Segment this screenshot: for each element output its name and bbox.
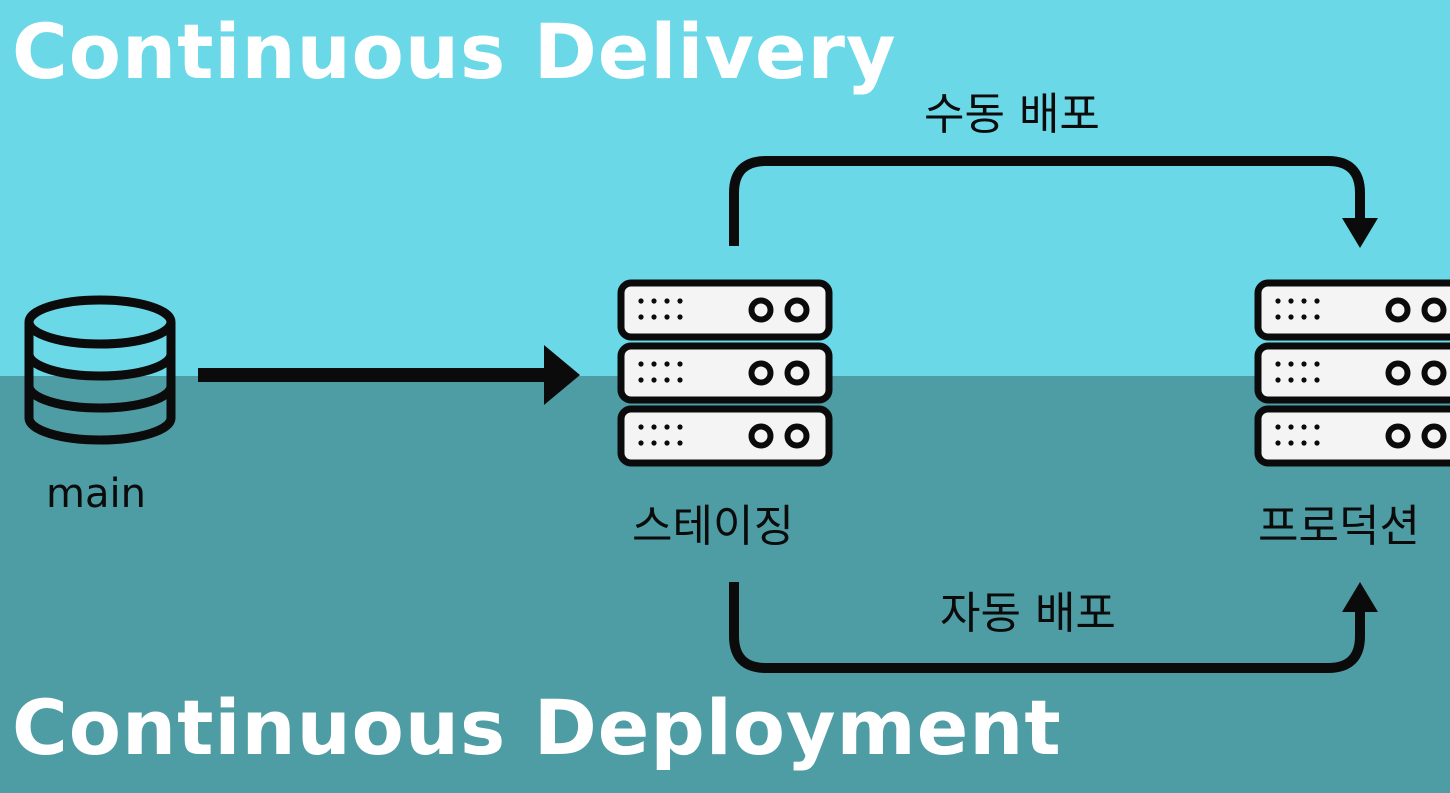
manual-deploy-arrow bbox=[729, 156, 1378, 248]
deployment-title: Continuous Deployment bbox=[12, 683, 1062, 772]
manual-deploy-label: 수동 배포 bbox=[924, 89, 1100, 140]
delivery-title: Continuous Delivery bbox=[12, 7, 897, 96]
staging-label: 스테이징 bbox=[632, 501, 794, 552]
database-icon bbox=[24, 295, 176, 445]
push-arrow bbox=[198, 345, 580, 405]
auto-deploy-arrow bbox=[729, 582, 1378, 673]
server-icon bbox=[1258, 283, 1450, 463]
main-label: main bbox=[46, 471, 146, 517]
production-label: 프로덕션 bbox=[1258, 501, 1420, 552]
server-icon bbox=[621, 283, 829, 463]
auto-deploy-label: 자동 배포 bbox=[940, 588, 1116, 639]
